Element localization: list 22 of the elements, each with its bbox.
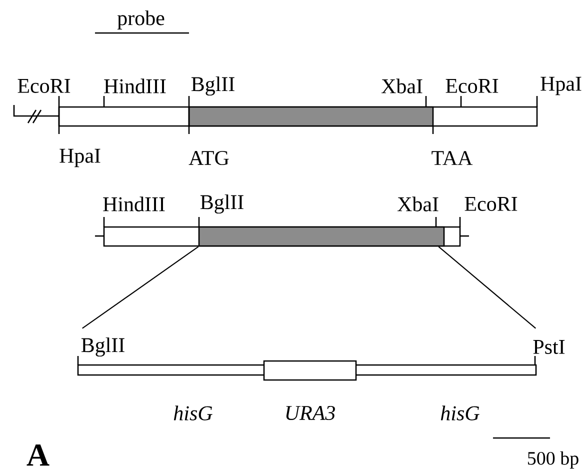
probe-label: probe bbox=[117, 10, 164, 30]
site-label: XbaI bbox=[381, 78, 422, 94]
site-label: BglII bbox=[191, 76, 234, 96]
site-label: EcoRI bbox=[18, 79, 70, 93]
site-label: EcoRI bbox=[464, 197, 518, 211]
site-label: HindIII bbox=[103, 196, 165, 212]
gene-bar bbox=[198, 226, 445, 247]
codon-label: ATG bbox=[188, 150, 229, 166]
site-label: PstI bbox=[533, 340, 565, 354]
codon-label: TAA bbox=[432, 151, 473, 165]
gene-label: hisG bbox=[440, 406, 480, 420]
gene-label: hisG bbox=[174, 406, 212, 420]
site-label: HpaI bbox=[60, 148, 100, 168]
scale-label: 500 bp bbox=[528, 451, 578, 469]
site-label: HpaI bbox=[540, 76, 582, 96]
connector-line bbox=[438, 246, 536, 329]
connector-line bbox=[82, 246, 199, 329]
site-label: BglII bbox=[81, 337, 124, 357]
site-label: HindIII bbox=[104, 78, 166, 94]
panel-letter: A bbox=[26, 444, 50, 466]
site-label: EcoRI bbox=[446, 79, 498, 93]
gene-label: URA3 bbox=[286, 406, 335, 420]
